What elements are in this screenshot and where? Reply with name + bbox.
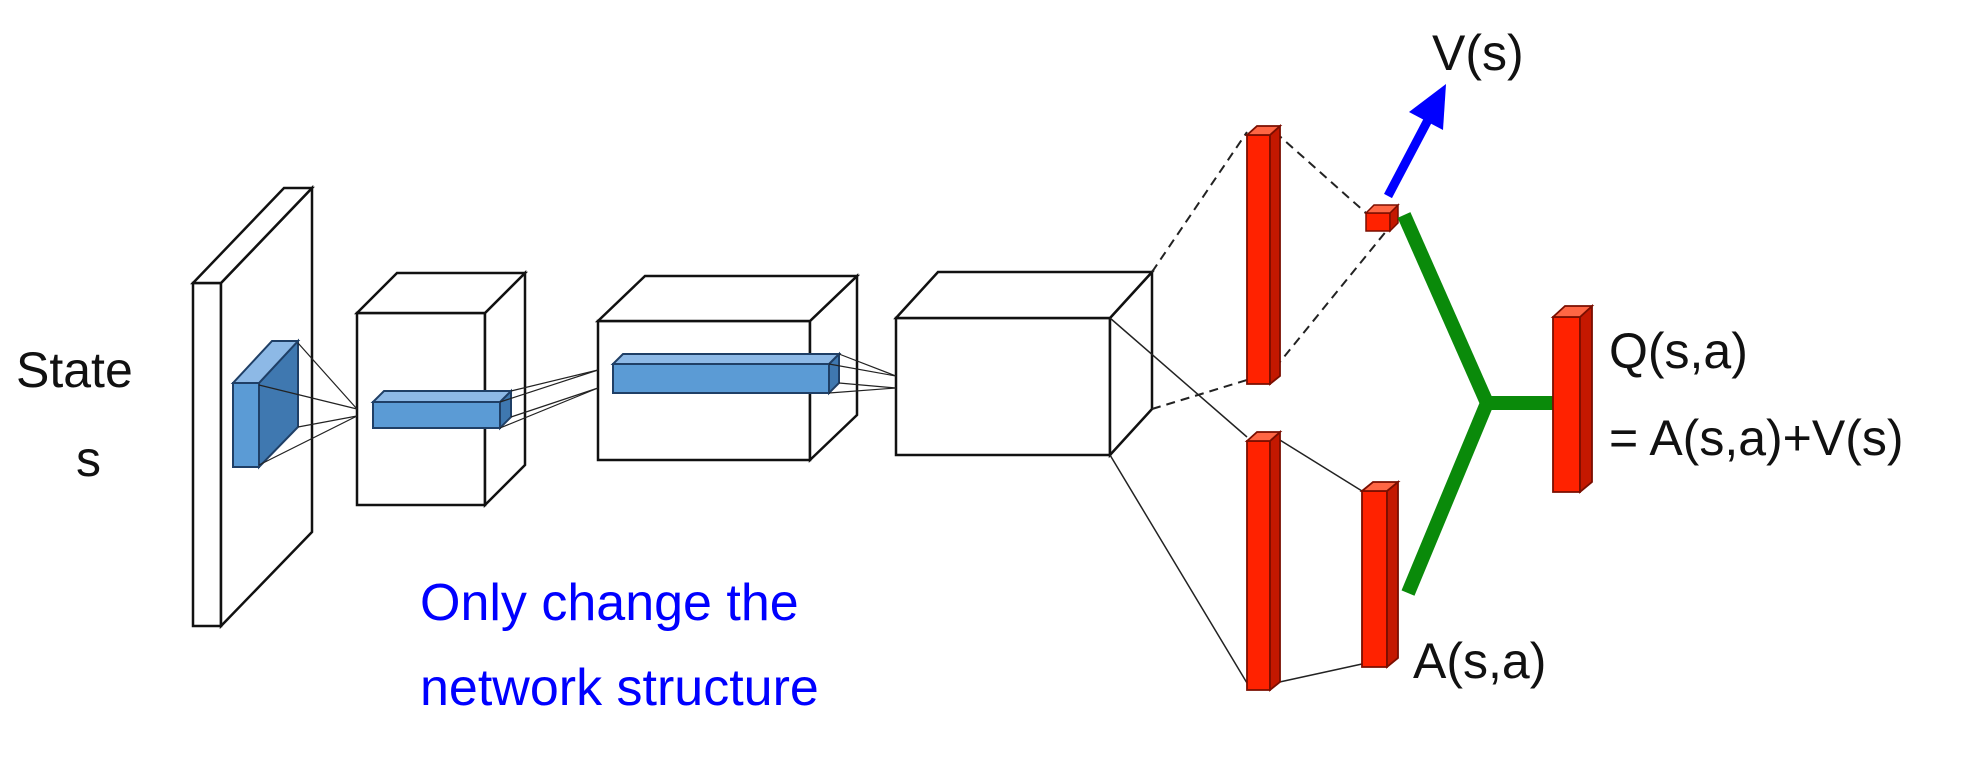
note-line-1: Only change the [420,574,799,632]
advantage-stream-connections [1109,317,1363,684]
value-fc-layer [1244,123,1283,386]
value-arrow [1384,84,1446,199]
input-filter [230,338,301,470]
advantage-fc-layer [1244,429,1283,692]
conv-block-1 [353,269,529,509]
value-stream-connections [1151,131,1393,410]
receptive-lines [258,342,897,466]
q-output [1550,303,1595,494]
note-line-2: network structure [420,659,819,717]
conv-filter-1 [370,388,514,431]
value-unit [1364,203,1400,233]
q-formula: = A(s,a)+V(s) [1609,410,1904,466]
input-frame-front [191,281,223,628]
q-label: Q(s,a) [1609,323,1748,379]
value-label: V(s) [1432,25,1524,81]
state-label: State [16,342,133,398]
input-frame [190,184,315,630]
advantage-output [1359,480,1401,669]
advantage-label: A(s,a) [1413,633,1546,689]
aggregation-connector [1397,212,1553,596]
conv-filter-2 [610,351,842,396]
state-symbol: s [76,431,101,487]
arrowhead-icon [1409,84,1446,130]
input-frame-top [190,186,315,285]
conv-block-3 [893,268,1155,459]
